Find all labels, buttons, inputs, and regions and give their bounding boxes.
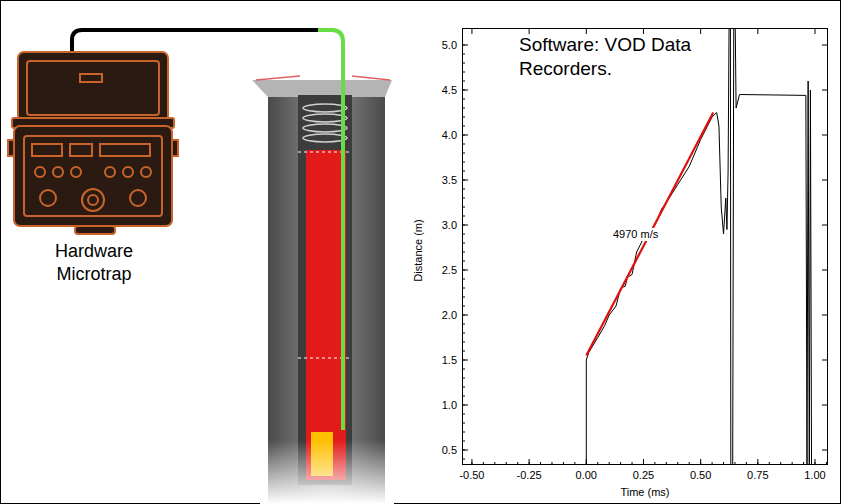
tick-label: 4.0 (442, 129, 457, 142)
tick-label: 0.00 (576, 469, 597, 482)
vod-trace (586, 28, 812, 465)
tick-label: 3.5 (442, 174, 457, 187)
tick-label: 0.5 (442, 444, 457, 457)
axis-title: Distance (m) (412, 219, 425, 281)
tick-label: 2.5 (442, 264, 457, 277)
axis-title: Time (ms) (620, 486, 669, 499)
sensor-cable (318, 30, 343, 430)
tick-label: -0.50 (459, 469, 484, 482)
tick-label: -0.25 (517, 469, 542, 482)
tick-label: 0.50 (690, 469, 711, 482)
tick-label: 2.0 (442, 309, 457, 322)
cable (72, 30, 318, 54)
tick-label: 3.0 (442, 219, 457, 232)
chart-panel: Software: VOD Data Recorders. (462, 28, 828, 465)
tick-label: 1.00 (804, 469, 825, 482)
tick-label: 0.75 (747, 469, 768, 482)
velocity-label: 4970 m/s (612, 228, 659, 241)
microtrap-case (8, 52, 178, 234)
tick-label: 5.0 (442, 39, 457, 52)
tick-label: 0.25 (633, 469, 654, 482)
hardware-unit: Hardware Microtrap (8, 40, 180, 289)
tick-label: 1.0 (442, 399, 457, 412)
fit-line (586, 113, 713, 356)
device-label: Hardware Microtrap (34, 240, 154, 285)
software-title: Software: VOD Data Recorders. (519, 33, 739, 81)
borehole (252, 76, 394, 504)
tick-label: 1.5 (442, 354, 457, 367)
explosive-column (306, 150, 346, 480)
axis-ticks (462, 28, 828, 465)
tick-label: 4.5 (442, 84, 457, 97)
